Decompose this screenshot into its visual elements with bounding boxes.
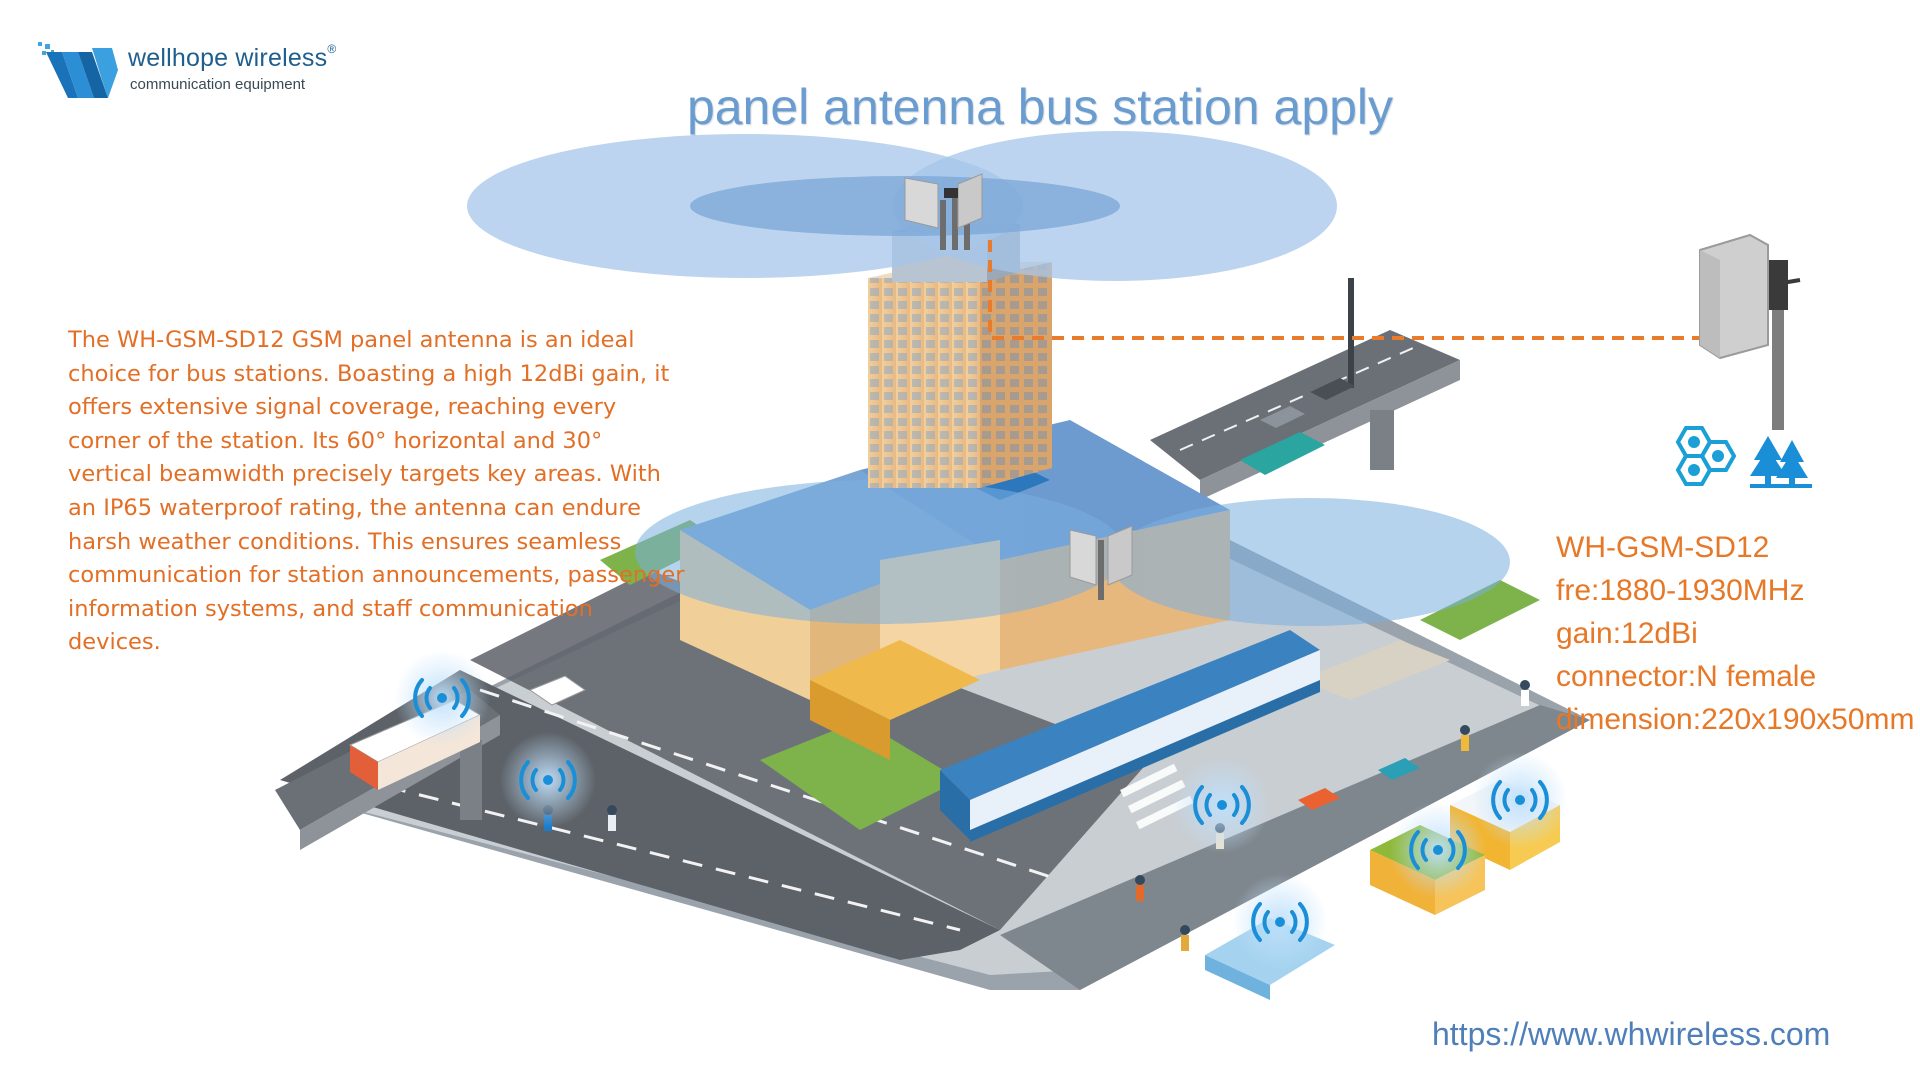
feature-icons xyxy=(1675,426,1812,488)
panel-antenna-icon xyxy=(1699,233,1801,430)
brand-name-text: wellhope wireless xyxy=(128,44,328,72)
rooftop-panel-antenna xyxy=(904,173,983,250)
rooftop-coverage-beams xyxy=(467,131,1337,281)
wifi-signal-icon xyxy=(1390,802,1486,898)
wifi-signal-icon xyxy=(500,732,596,828)
product-specs: WH-GSM-SD12 fre:1880-1930MHz gain:12dBi … xyxy=(1556,526,1920,741)
product-description: The WH-GSM-SD12 GSM panel antenna is an … xyxy=(68,327,685,656)
wifi-signal-icon xyxy=(394,650,490,746)
trees-icon xyxy=(1750,436,1812,488)
page-title: panel antenna bus station apply xyxy=(686,79,1394,135)
spec-gain: gain:12dBi xyxy=(1556,617,1698,650)
registered-mark: ® xyxy=(327,42,337,56)
car-orange xyxy=(1298,788,1340,810)
car-grey-2 xyxy=(1310,378,1355,400)
website-url-link[interactable]: https://www.whwireless.com xyxy=(1432,1016,1831,1052)
wifi-signals xyxy=(394,650,1568,970)
brand-name: wellhope wireless® xyxy=(128,42,337,73)
brand-logo[interactable]: wellhope wireless® communication equipme… xyxy=(38,40,358,102)
car-white xyxy=(528,675,587,706)
station-panel-antenna xyxy=(1069,525,1133,600)
spec-dimension: dimension:220x190x50mm xyxy=(1556,703,1915,736)
wifi-signal-icon xyxy=(1472,752,1568,848)
wifi-signal-icon xyxy=(1174,757,1270,853)
hexagon-network-icon xyxy=(1675,426,1737,486)
mast-pole xyxy=(1348,278,1354,388)
elevated-road-right xyxy=(1150,330,1460,500)
spec-connector: connector:N female xyxy=(1556,660,1817,693)
wifi-signal-icon xyxy=(1232,874,1328,970)
spec-model: WH-GSM-SD12 xyxy=(1556,531,1770,564)
lower-coverage-beams xyxy=(635,480,1510,626)
feed-line xyxy=(988,240,1700,340)
brand-tagline: communication equipment xyxy=(130,76,306,93)
car-teal-road xyxy=(1240,432,1325,475)
car-grey-1 xyxy=(1260,406,1305,428)
wellhope-logo-icon xyxy=(38,42,118,98)
car-teal-small xyxy=(1378,758,1420,780)
spec-frequency: fre:1880-1930MHz xyxy=(1556,574,1805,607)
